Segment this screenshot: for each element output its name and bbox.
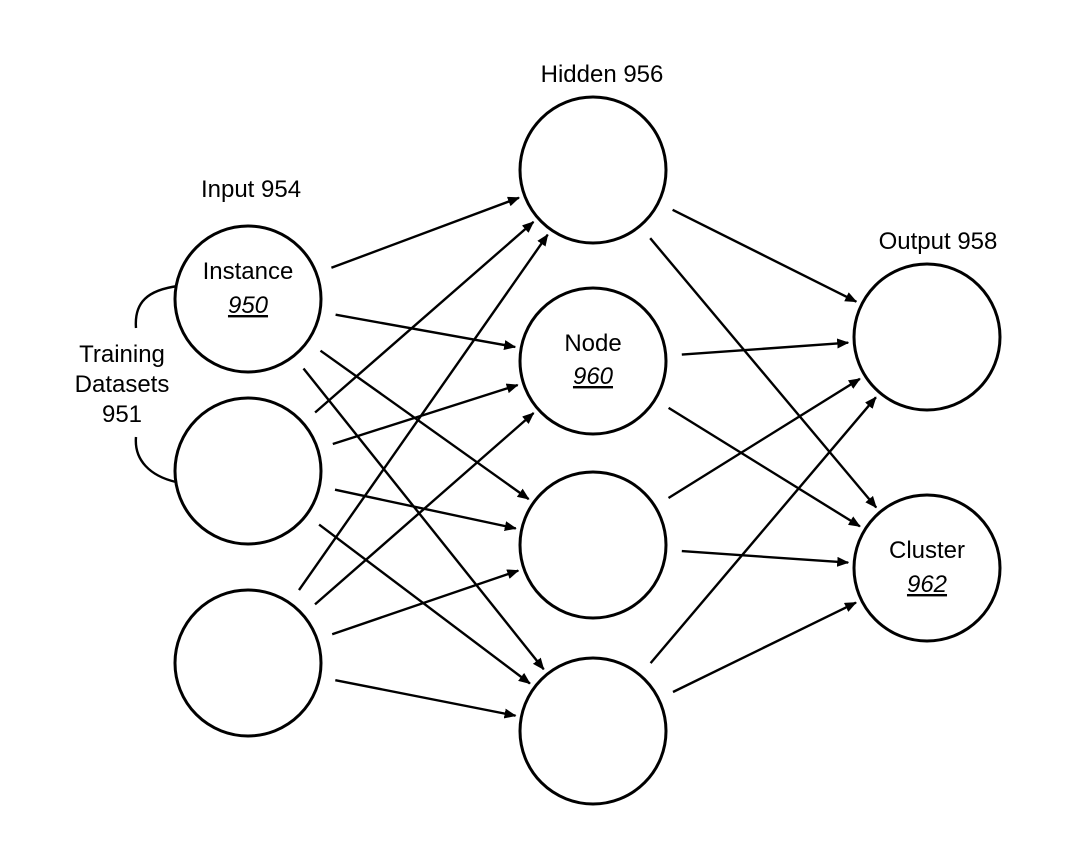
connection-arrows: [298, 196, 878, 719]
connection-arrow: [319, 349, 530, 501]
connection-arrow: [298, 233, 549, 591]
connection-arrow: [672, 601, 857, 694]
connection-arrow: [335, 313, 517, 350]
training-datasets-label-line2: Datasets: [75, 371, 170, 398]
training-datasets-label-line3: 951: [102, 401, 142, 428]
input-node-ref: 950: [228, 292, 269, 319]
connection-arrow: [314, 220, 535, 414]
training-datasets-label-line1: Training: [79, 341, 165, 368]
input-node: [173, 396, 323, 546]
connection-arrow: [649, 237, 878, 509]
hidden-node: [518, 95, 668, 245]
connection-arrow: [667, 377, 861, 500]
input-node-name: Instance: [203, 258, 294, 285]
connection-arrow: [330, 196, 520, 269]
output-node: [852, 262, 1002, 412]
connection-arrow: [667, 406, 861, 528]
connection-arrow: [318, 523, 531, 685]
output-node-cluster: Cluster 962: [852, 493, 1002, 643]
hidden-node: [518, 656, 668, 806]
connection-arrow: [302, 367, 545, 671]
input-node-instance: Instance 950: [173, 224, 323, 374]
connection-arrow: [681, 338, 850, 356]
connection-arrow: [314, 412, 535, 606]
connection-arrow: [335, 679, 517, 719]
input-node: [173, 588, 323, 738]
output-layer-label: Output 958: [879, 228, 998, 255]
connection-arrow: [681, 549, 850, 567]
hidden-node-960: Node 960: [518, 286, 668, 436]
hidden-node: [518, 470, 668, 620]
output-node-name: Cluster: [889, 537, 965, 564]
connection-arrow: [649, 396, 877, 664]
training-datasets-bracket: [134, 284, 179, 484]
connection-arrow: [672, 208, 858, 303]
connection-arrow: [332, 383, 519, 446]
hidden-node-name: Node: [564, 330, 621, 357]
hidden-node-ref: 960: [573, 363, 614, 390]
connection-arrow: [331, 569, 520, 636]
output-node-ref: 962: [907, 571, 947, 598]
input-layer-label: Input 954: [201, 176, 301, 203]
hidden-layer-label: Hidden 956: [541, 61, 664, 88]
